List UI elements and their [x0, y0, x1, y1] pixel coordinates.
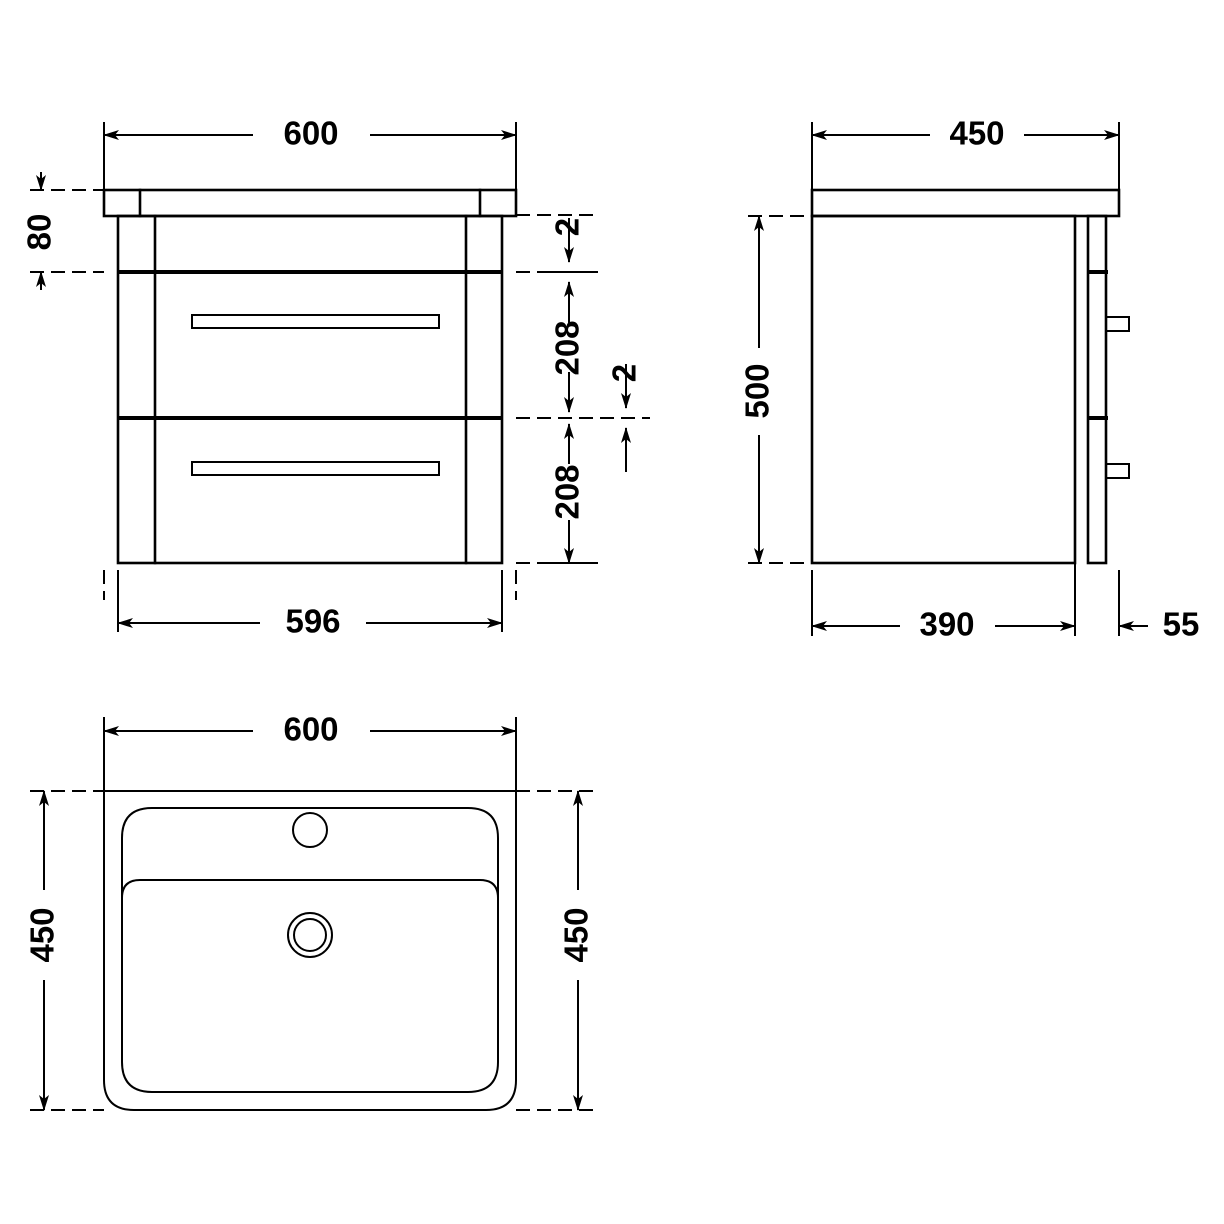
front-dim-drawer1-208: 208: [549, 320, 586, 413]
plan-dim-450-right-label: 450: [558, 907, 595, 962]
plan-dim-width-600: 600: [103, 711, 517, 748]
side-dim-carcass-390: 390: [811, 606, 1076, 643]
side-dim-450-label: 450: [949, 115, 1004, 152]
front-dim-gap-top-2: 2: [540, 218, 598, 326]
front-elevation-view: 600 80 2 208 2 208: [21, 115, 650, 640]
front-dim-height-80: 80: [21, 172, 58, 290]
side-dim-front-55: 55: [1118, 606, 1200, 643]
front-dim-drawer2-208: 208: [540, 423, 598, 564]
plan-dim-depth-450-left: 450: [24, 790, 61, 1111]
front-dim-gap-mid-label: 2: [606, 364, 643, 382]
side-dim-height-500: 500: [739, 215, 776, 564]
front-dim-208-upper-label: 208: [549, 320, 586, 375]
side-carcass: [810, 214, 1077, 565]
front-dim-width-596: 596: [117, 603, 503, 640]
front-cabinet-body: [116, 214, 504, 565]
side-dim-55-label: 55: [1163, 606, 1200, 643]
plan-basin-bowl: [120, 879, 500, 900]
side-elevation-view: 450 500 390 55: [739, 115, 1200, 643]
front-dim-596-label: 596: [285, 603, 340, 640]
plan-view: 600 450 450: [24, 711, 598, 1111]
side-dim-390-label: 390: [919, 606, 974, 643]
front-upper-drawer-handle: [191, 314, 440, 329]
plan-dim-450-left-label: 450: [24, 907, 61, 962]
front-dim-width-600: 600: [103, 115, 517, 152]
side-dim-500-label: 500: [739, 363, 776, 418]
side-upper-drawer-handle: [1105, 316, 1130, 332]
plan-waste-outlet: [287, 912, 333, 958]
plan-tap-hole: [292, 812, 328, 848]
front-lower-drawer-handle: [191, 461, 440, 476]
front-dim-600-label: 600: [283, 115, 338, 152]
plan-dim-600-label: 600: [283, 711, 338, 748]
side-drawer-fronts: [1086, 214, 1108, 565]
front-dim-208-lower-label: 208: [549, 464, 586, 519]
plan-basin-outer: [103, 790, 517, 1111]
plan-basin-rim: [121, 807, 499, 1093]
side-lower-drawer-handle: [1105, 463, 1130, 479]
front-dim-80-label: 80: [21, 214, 58, 251]
plan-dim-depth-450-right: 450: [558, 790, 595, 1111]
side-dim-depth-450: 450: [811, 115, 1120, 152]
front-dim-gap-top-label: 2: [549, 218, 586, 236]
front-dim-gap-mid-2: 2: [606, 364, 643, 472]
